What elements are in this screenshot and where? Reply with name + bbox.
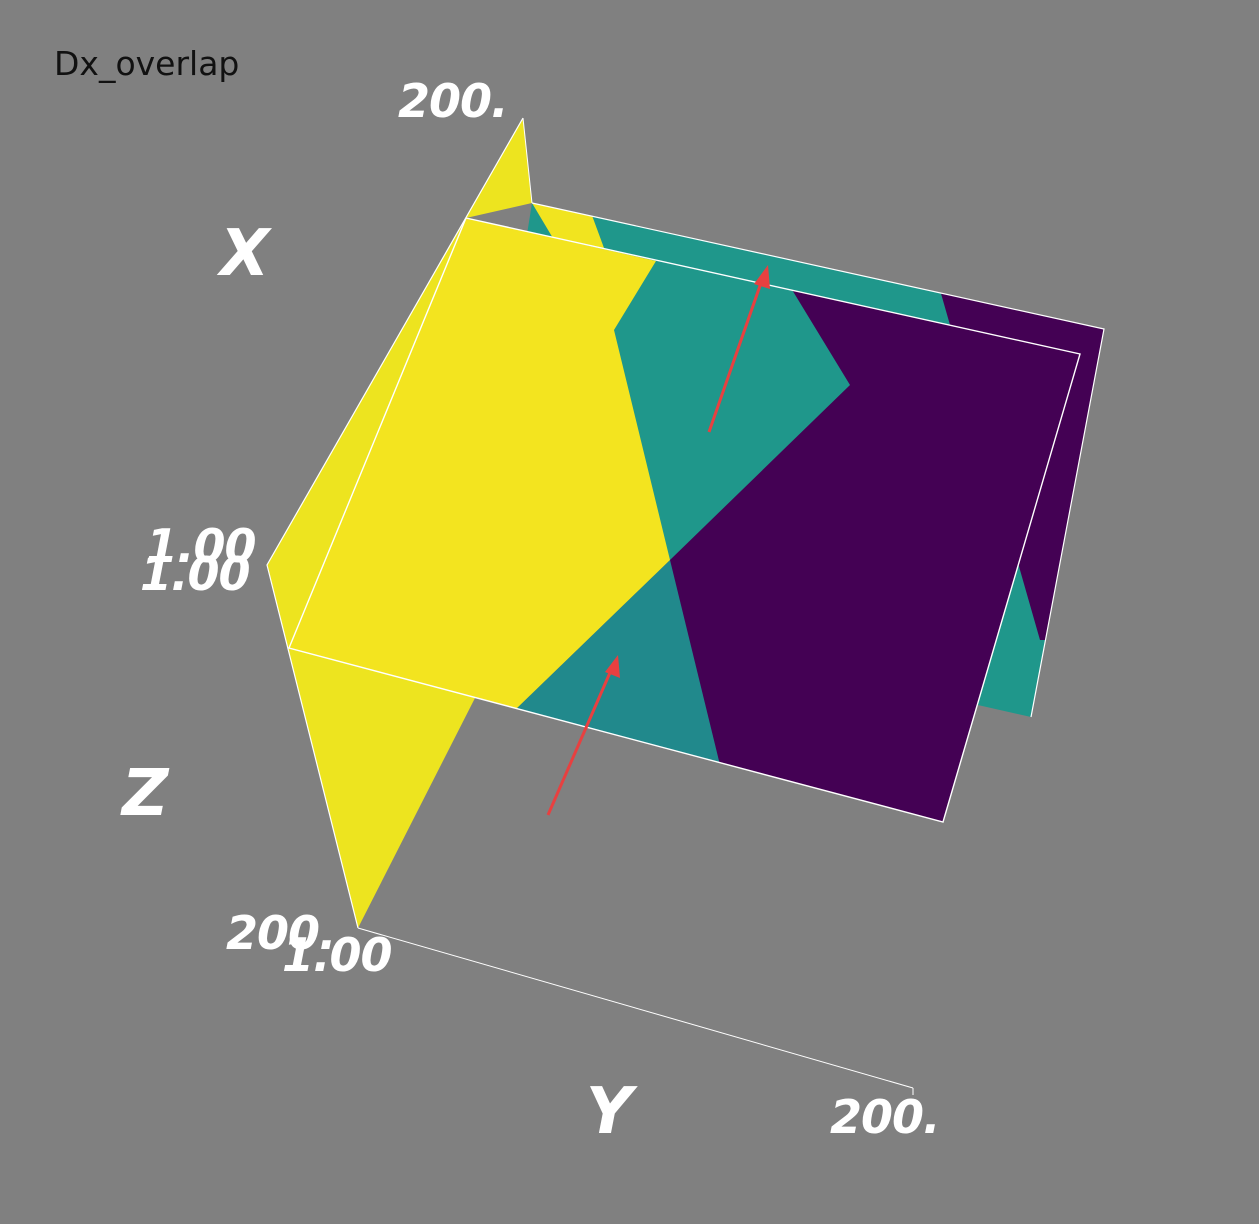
z-axis-label: Z	[122, 757, 169, 831]
x-axis-label: X	[220, 217, 270, 291]
view-title: Dx_overlap	[54, 44, 240, 83]
arrow-upper	[707, 265, 770, 433]
y-axis-max-tick: 200.	[830, 1090, 940, 1144]
y-axis-line	[357, 927, 914, 1089]
x-axis-min-tick: 1.00	[146, 519, 256, 573]
z-axis-max-tick: 200.	[226, 906, 336, 960]
arrow-lower	[546, 655, 620, 816]
front-slice	[288, 217, 1081, 823]
z-axis-min-tick: 1.00	[140, 547, 250, 601]
y-axis-label: Y	[586, 1075, 633, 1149]
x-axis-max-tick: 200.	[398, 74, 508, 128]
y-axis-min-tick: 1.00	[282, 928, 392, 982]
